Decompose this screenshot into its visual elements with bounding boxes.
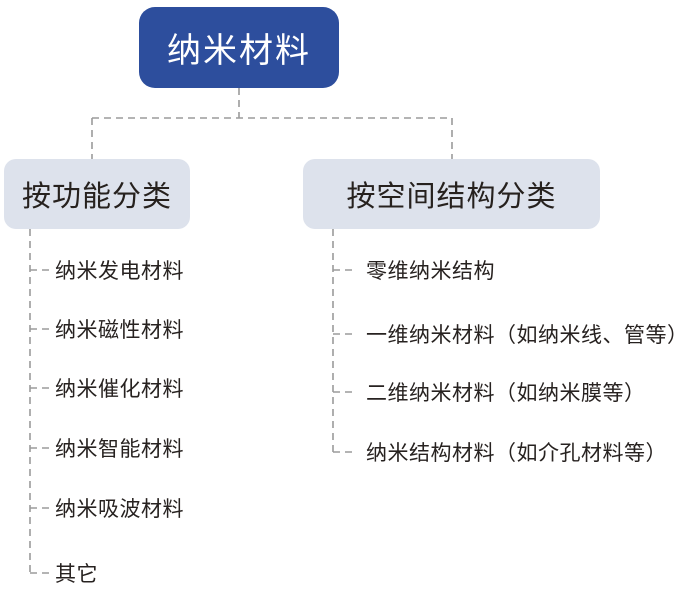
leaf-item: 纳米智能材料	[55, 437, 184, 461]
leaf-item: 其它	[55, 562, 98, 586]
branch-node-by-structure: 按空间结构分类	[303, 159, 600, 229]
leaf-item: 一维纳米材料（如纳米线、管等）	[366, 323, 689, 347]
branch-label: 按空间结构分类	[346, 179, 557, 213]
leaf-item: 纳米催化材料	[55, 377, 184, 401]
branch-node-by-function: 按功能分类	[4, 159, 190, 229]
root-label: 纳米材料	[167, 31, 311, 71]
leaf-item: 纳米结构材料（如介孔材料等）	[366, 441, 667, 465]
leaf-item: 纳米吸波材料	[55, 497, 184, 521]
branch-label: 按功能分类	[21, 179, 172, 213]
leaf-item: 纳米发电材料	[55, 259, 184, 283]
leaf-item: 零维纳米结构	[366, 259, 495, 283]
leaf-item: 纳米磁性材料	[55, 318, 184, 342]
root-node: 纳米材料	[139, 7, 339, 88]
leaf-item: 二维纳米材料（如纳米膜等）	[366, 381, 646, 405]
